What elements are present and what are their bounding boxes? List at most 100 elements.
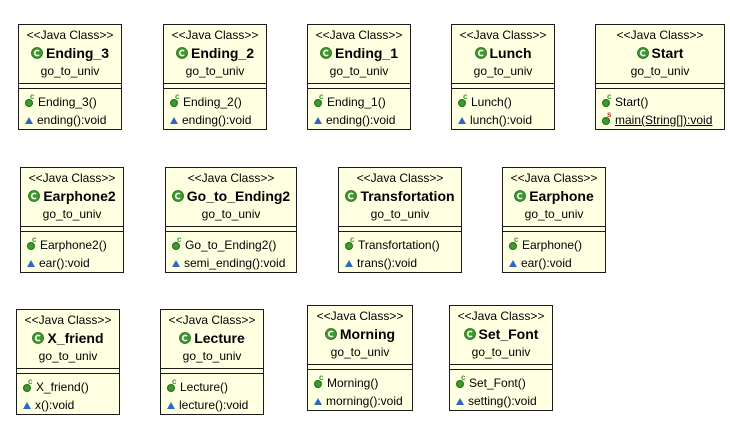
class-icon <box>345 190 358 202</box>
package-method-icon <box>458 116 466 124</box>
constructor-icon: c <box>313 93 324 108</box>
constructor-icon: c <box>166 378 177 393</box>
class-icon <box>324 328 337 340</box>
method-row[interactable]: lecture():void <box>166 396 263 414</box>
method-row[interactable]: ear():void <box>508 254 605 272</box>
compartment-divider <box>164 88 266 89</box>
method-row[interactable]: ending():void <box>24 111 121 129</box>
compartment-divider <box>17 373 119 374</box>
member-signature: trans():void <box>357 256 418 270</box>
attributes-compartment <box>450 364 552 369</box>
member-signature: Ending_1() <box>327 95 386 109</box>
class-stereotype: <<Java Class>> <box>616 28 704 42</box>
constructor-icon: c <box>169 93 180 108</box>
member-signature: Lecture() <box>180 380 229 394</box>
compartment-divider <box>452 88 554 89</box>
class-package: go_to_univ <box>182 349 242 363</box>
method-row[interactable]: ear():void <box>26 254 123 272</box>
member-signature: Set_Font() <box>469 376 526 390</box>
method-row[interactable]: ending():void <box>169 111 266 129</box>
class-name: Lecture <box>194 330 245 346</box>
member-signature: Start() <box>615 95 649 109</box>
package-method-icon <box>167 401 175 409</box>
constructor-icon: c <box>26 236 37 251</box>
class-name: Morning <box>339 326 396 342</box>
class-icon <box>32 332 45 344</box>
member-signature: Morning() <box>327 376 379 390</box>
method-row[interactable]: semi_ending():void <box>171 254 296 272</box>
method-row[interactable]: x():void <box>22 396 119 414</box>
class-package: go_to_univ <box>329 64 389 78</box>
class-header: <<Java Class>> Earphone2 go_to_univ <box>21 168 123 226</box>
compartment-divider <box>161 373 263 374</box>
class-package: go_to_univ <box>40 64 100 78</box>
method-row[interactable]: ending():void <box>313 111 410 129</box>
class-box-gotoending2[interactable]: <<Java Class>> Go_to_Ending2 go_to_univ … <box>165 167 297 273</box>
compartment-divider <box>21 231 123 232</box>
class-name-row: Set_Font <box>450 326 552 342</box>
class-box-transfortation[interactable]: <<Java Class>> Transfortation go_to_univ… <box>338 167 462 273</box>
class-icon <box>176 47 188 59</box>
class-stereotype: <<Java Class>> <box>187 171 275 185</box>
class-stereotype: <<Java Class>> <box>356 171 444 185</box>
method-row[interactable]: trans():void <box>344 254 461 272</box>
class-header: <<Java Class>> Lecture go_to_univ <box>161 310 263 368</box>
class-header: <<Java Class>> Go_to_Ending2 go_to_univ <box>166 168 296 226</box>
member-signature: ending():void <box>37 113 107 127</box>
compartment-divider <box>308 369 412 370</box>
attributes-compartment <box>308 83 410 88</box>
class-header: <<Java Class>> Transfortation go_to_univ <box>339 168 461 226</box>
package-method-icon <box>456 397 464 405</box>
compartment-divider <box>308 88 410 89</box>
class-header: <<Java Class>> Start go_to_univ <box>596 25 724 83</box>
method-row[interactable]: setting():void <box>455 392 552 410</box>
package-method-icon <box>25 116 33 124</box>
class-package: go_to_univ <box>38 349 98 363</box>
package-method-icon <box>27 259 35 267</box>
compartment-divider <box>166 231 296 232</box>
class-name-row: Lunch <box>452 45 554 61</box>
class-header: <<Java Class>> X_friend go_to_univ <box>17 310 119 368</box>
class-package: go_to_univ <box>370 207 430 221</box>
member-signature: lecture():void <box>179 398 249 412</box>
compartment-divider <box>450 369 552 370</box>
class-header: <<Java Class>> Ending_2 go_to_univ <box>164 25 266 83</box>
constructor-icon: c <box>344 236 355 251</box>
class-stereotype: <<Java Class>> <box>510 171 598 185</box>
class-header: <<Java Class>> Lunch go_to_univ <box>452 25 554 83</box>
constructor-icon: c <box>601 93 612 108</box>
method-row[interactable]: morning():void <box>313 392 412 410</box>
method-row[interactable]: lunch():void <box>457 111 554 129</box>
constructor-icon: c <box>313 374 324 389</box>
